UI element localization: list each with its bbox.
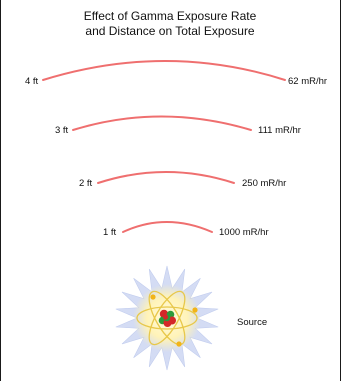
electron-3: [176, 341, 182, 347]
rate-label-62: 62 mR/hr: [288, 76, 327, 87]
distance-label-4ft: 4 ft: [25, 76, 39, 87]
title-line-1: Effect of Gamma Exposure Rate: [84, 9, 257, 23]
distance-label-3ft: 3 ft: [55, 125, 69, 136]
rate-label-1000: 1000 mR/hr: [219, 227, 269, 238]
orbit-3: [148, 290, 186, 346]
arc-4ft: [42, 60, 286, 81]
electron-2: [192, 307, 198, 313]
orbit-1: [136, 306, 198, 330]
distance-label-2ft: 2 ft: [79, 178, 93, 189]
title-line-2: and Distance on Total Exposure: [85, 24, 255, 38]
arc-2ft: [97, 171, 235, 184]
electron-1: [150, 294, 156, 300]
orbit-2: [148, 290, 186, 346]
source-label: Source: [237, 317, 267, 328]
arc-3ft: [72, 115, 252, 131]
rate-label-111: 111 mR/hr: [258, 125, 301, 136]
distance-label-1ft: 1 ft: [103, 227, 117, 238]
rate-label-250: 250 mR/hr: [242, 178, 286, 189]
nucleus: [158, 309, 176, 327]
radiation-source-atom-icon: [115, 265, 219, 371]
arc-1ft: [122, 221, 213, 233]
